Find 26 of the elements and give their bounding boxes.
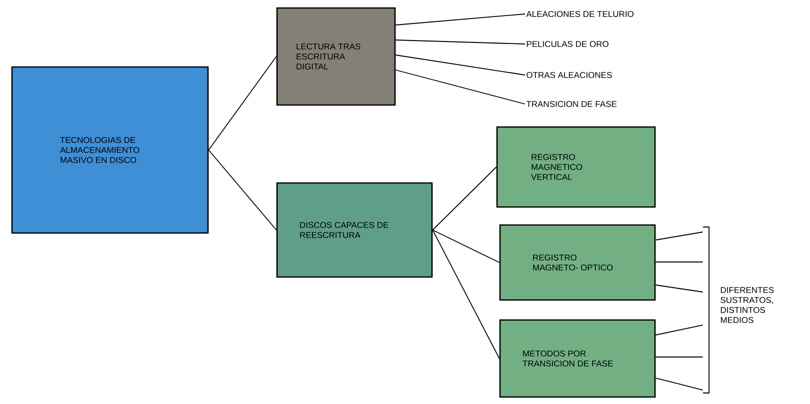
note-text: DIFERENTES SUSTRATOS, DISTINTOS MEDIOS bbox=[720, 287, 774, 323]
process-box: REGISTRO MAGNETO- OPTICO bbox=[499, 224, 656, 301]
connector-line bbox=[395, 40, 526, 44]
process-box: LECTURA TRAS ESCRITURA DIGITAL bbox=[276, 7, 396, 106]
connector-line bbox=[395, 70, 526, 104]
process-box: TECNOLOGIAS DE ALMACENAMIENTO MASIVO EN DISCO bbox=[11, 66, 209, 234]
process-box: DISCOS CAPACES DE REESCRITURA bbox=[276, 182, 433, 278]
connector-line bbox=[432, 166, 497, 230]
connector-line bbox=[208, 150, 277, 230]
item-label: ALEACIONES DE TELURIO bbox=[526, 11, 634, 17]
connector-line bbox=[655, 356, 704, 358]
item-label: OTRAS ALEACIONES bbox=[526, 72, 612, 78]
bracket bbox=[702, 226, 710, 394]
connector-line bbox=[395, 14, 526, 26]
process-box: REGISTRO MAGNETICO VERTICAL bbox=[496, 126, 656, 208]
connector-line bbox=[208, 56, 277, 150]
item-label: TRANSICION DE FASE bbox=[526, 101, 617, 107]
connector-line bbox=[655, 378, 704, 390]
item-label: PELICULAS DE ORO bbox=[526, 41, 608, 47]
connector-line bbox=[655, 284, 704, 292]
connector-line bbox=[432, 230, 500, 263]
connector-line bbox=[655, 324, 704, 336]
connector-line bbox=[655, 232, 704, 240]
connector-line bbox=[395, 54, 526, 76]
process-box: METODOS POR TRANSICION DE FASE bbox=[499, 319, 656, 398]
connector-line bbox=[432, 230, 500, 359]
